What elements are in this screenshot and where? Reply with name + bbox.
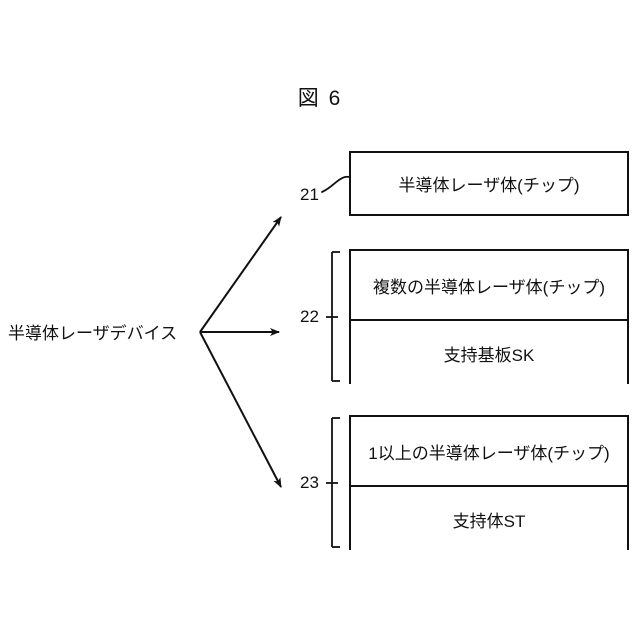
branch-box-group-21: 半導体レーザ体(チップ) — [349, 151, 629, 216]
box-row: 支持体ST — [351, 485, 627, 552]
box-label: 支持基板SK — [443, 346, 535, 365]
reference-numeral-21: 21 — [300, 185, 319, 204]
box-label: 複数の半導体レーザ体(チップ) — [373, 277, 605, 297]
bracket-23 — [326, 417, 340, 548]
box-label: 1以上の半導体レーザ体(チップ) — [368, 443, 610, 463]
reference-numeral-23: 23 — [300, 473, 319, 492]
bracket-22 — [326, 251, 340, 382]
box-label: 支持体ST — [452, 512, 526, 531]
box-row: 半導体レーザ体(チップ) — [351, 153, 627, 214]
box-row: 複数の半導体レーザ体(チップ) — [351, 251, 627, 319]
box-row: 1以上の半導体レーザ体(チップ) — [351, 417, 627, 485]
arrow-to-branch-21 — [199, 216, 282, 333]
figure-title: 図 6 — [297, 87, 343, 110]
root-node-label: 半導体レーザデバイス — [8, 324, 178, 343]
box-label: 半導体レーザ体(チップ) — [398, 176, 580, 195]
box-row: 支持基板SK — [351, 319, 627, 386]
reference-numeral-22: 22 — [300, 307, 319, 326]
arrow-to-branch-23 — [199, 331, 282, 488]
branch-box-group-22: 複数の半導体レーザ体(チップ) 支持基板SK — [349, 249, 629, 386]
branch-box-group-23: 1以上の半導体レーザ体(チップ) 支持体ST — [349, 415, 629, 552]
